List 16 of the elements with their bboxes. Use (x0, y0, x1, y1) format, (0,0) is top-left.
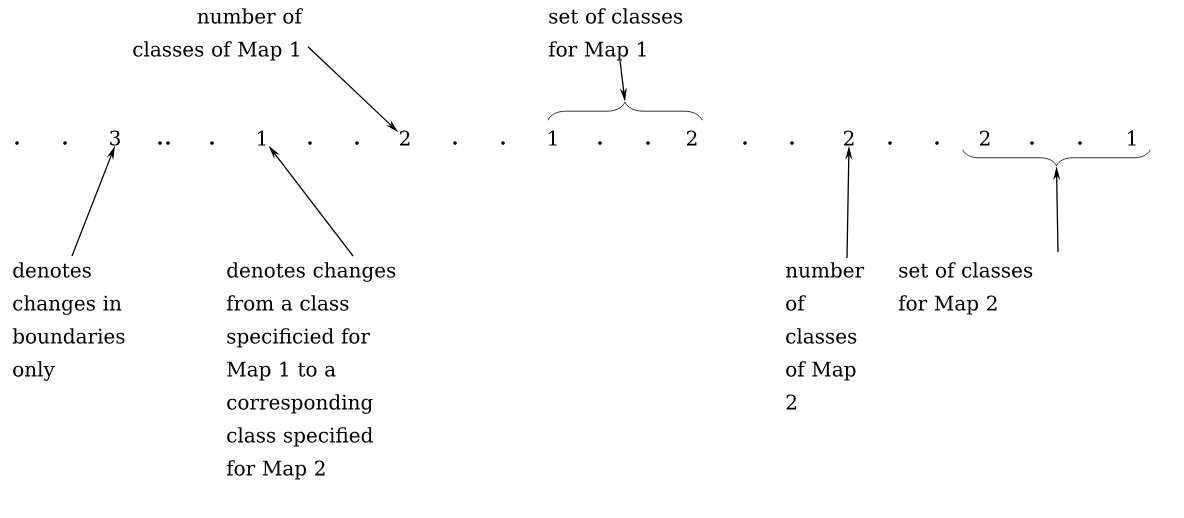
sequence-digit: 2 (687, 130, 697, 146)
annotation-text: number of classes of Map 2 (785, 262, 865, 410)
annotation-text: number of classes of Map 1 (133, 8, 303, 61)
brace (962, 149, 1151, 167)
annotation-text: denotes changes from a class specificied for Map 1 to a corresponding class specified for Map 2 (226, 262, 396, 480)
sequence-digit: 3 (110, 130, 120, 146)
annotation-text: denotes changes in boundaries only (12, 262, 125, 381)
annotation-text: set of classes for Map 2 (898, 262, 1033, 315)
sequence-digit: 2 (980, 130, 990, 146)
annotation-text: set of classes for Map 1 (548, 8, 683, 61)
sequence-digit: 1 (549, 130, 557, 146)
brace (547, 101, 703, 121)
sequence-digit: 1 (1128, 130, 1136, 146)
sequence-digit: 2 (400, 130, 410, 146)
sequence-digit: 2 (844, 130, 854, 146)
sequence-digit: 1 (258, 130, 266, 146)
